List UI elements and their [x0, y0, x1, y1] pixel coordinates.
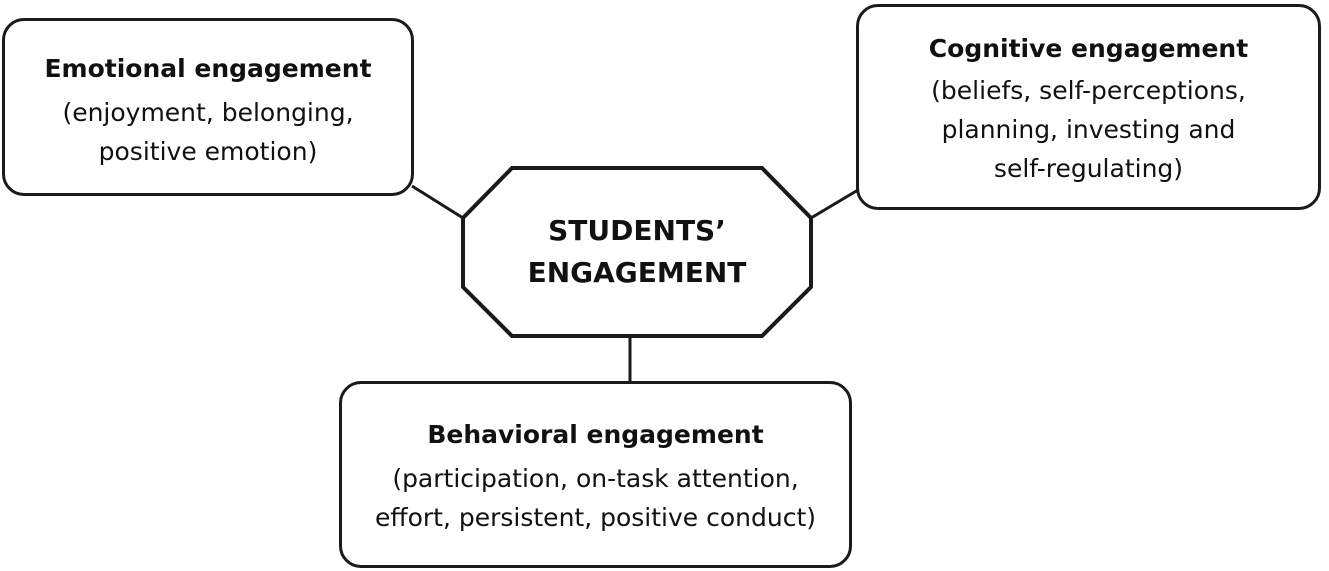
cognitive-desc-line3: self-regulating)	[993, 154, 1184, 183]
emotional-engagement-title: Emotional engagement	[44, 54, 372, 83]
connector-cognitive	[810, 188, 859, 220]
cognitive-desc-line2: planning, investing and	[941, 115, 1236, 144]
emotional-engagement-description: (enjoyment, belonging, positive emotion)	[62, 93, 353, 171]
cognitive-engagement-box: Cognitive engagement (beliefs, self-perc…	[856, 4, 1321, 210]
emotional-desc-line1: (enjoyment, belonging,	[62, 98, 354, 127]
behavioral-desc-line1: (participation, on-task attention,	[392, 464, 799, 493]
cognitive-engagement-description: (beliefs, self-perceptions, planning, in…	[931, 71, 1246, 188]
emotional-desc-line2: positive emotion)	[98, 137, 318, 166]
center-label-line1: STUDENTS’	[548, 214, 726, 247]
cognitive-engagement-title: Cognitive engagement	[928, 34, 1249, 63]
behavioral-engagement-box: Behavioral engagement (participation, on…	[339, 381, 852, 568]
cognitive-desc-line1: (beliefs, self-perceptions,	[931, 76, 1246, 105]
emotional-engagement-box: Emotional engagement (enjoyment, belongi…	[2, 18, 414, 196]
behavioral-engagement-description: (participation, on-task attention, effor…	[375, 459, 816, 537]
center-label-line2: ENGAGEMENT	[527, 256, 747, 289]
behavioral-engagement-title: Behavioral engagement	[427, 420, 764, 449]
center-node: STUDENTS’ ENGAGEMENT	[463, 168, 811, 336]
connector-emotional	[411, 184, 464, 220]
behavioral-desc-line2: effort, persistent, positive conduct)	[374, 503, 817, 532]
center-octagon	[461, 166, 813, 338]
